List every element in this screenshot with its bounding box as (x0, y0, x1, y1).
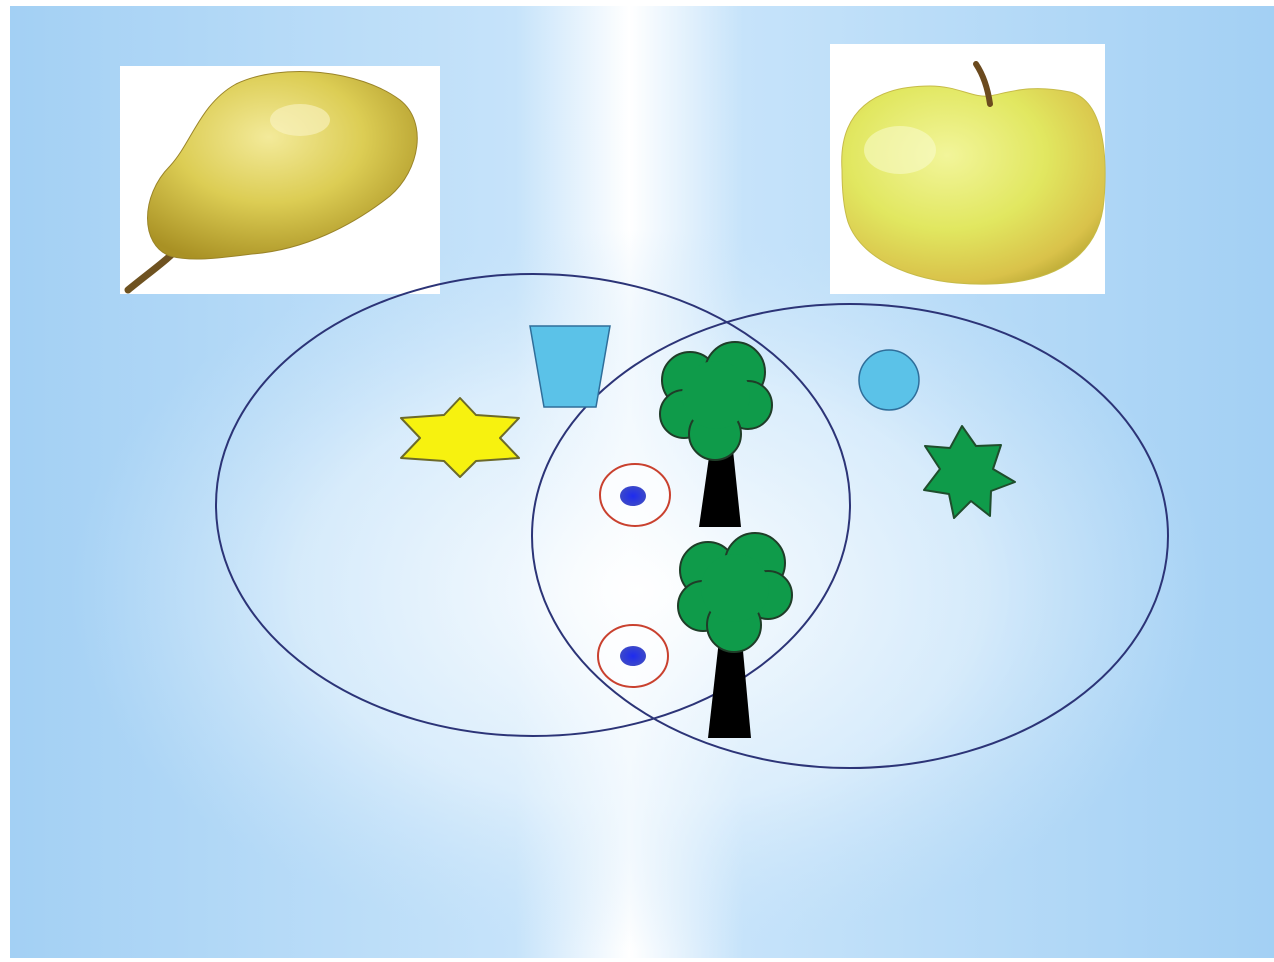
background-glow (70, 230, 1210, 950)
ringed-dot (598, 625, 668, 687)
pear-image (120, 66, 440, 294)
apple-image (830, 44, 1105, 294)
blue-circle (859, 350, 919, 410)
ringed-dot (600, 464, 670, 526)
blue-trapezoid (530, 326, 610, 407)
